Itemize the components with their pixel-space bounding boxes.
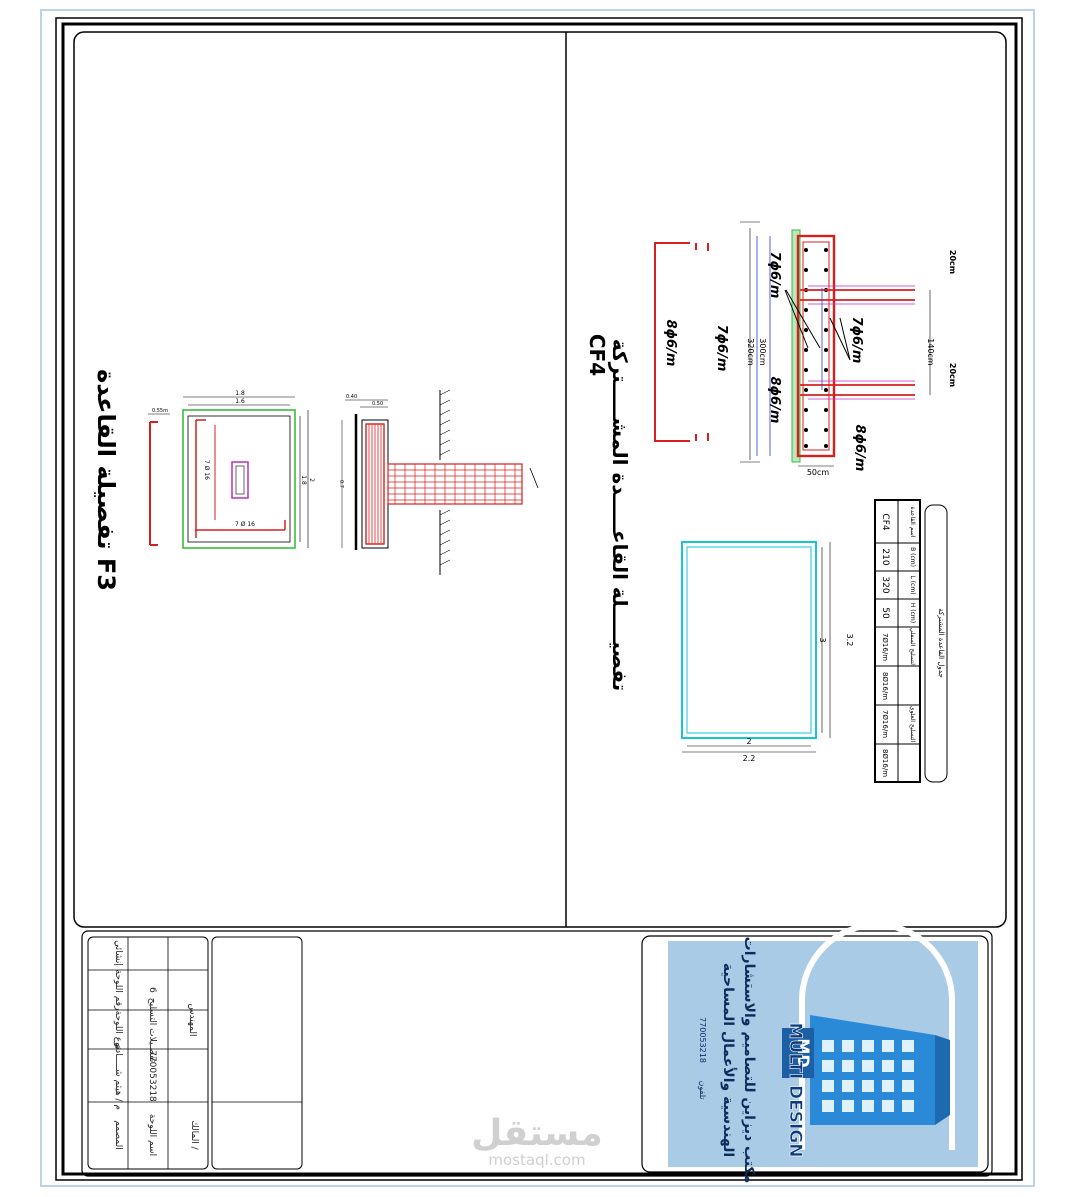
frame-inner [61,22,1018,1176]
column-stub [231,461,249,499]
cf4-plan-h1: 2 [746,737,751,746]
cf4-td-1: 210 [880,548,890,565]
f3-sec-dim-b: 0.50 [372,401,383,407]
f3-plan: 7 Ø 16 7 Ø 16 1.8 1.6 1.8 2 [182,390,315,549]
cf4-td-7: 8Ø16/m [881,749,889,777]
logo-arch [799,922,955,1150]
f3-title: تفصيلة القاعدة F3 [92,369,120,591]
cf4-rebar-2: 7ϕ6/m [849,317,864,364]
md-monogram: MD [794,1038,813,1067]
sheet-type-label: نوع اللوحة [113,1011,123,1050]
building-icon [810,1015,950,1125]
cf4-th-1: B (cm) [909,547,916,567]
cf4-rebar-3: 8ϕ6/m [767,377,782,424]
title-block-frame [81,930,993,1177]
logo-line1: مكتب ديزاين للتصاميم والاستشارات [741,937,757,1184]
cf4-plan-h2: 2.2 [743,754,756,763]
cf4-table: جدول القاعدة المشتركة اسم القاعدة B (cm)… [874,499,948,783]
cf4-ubar-details: 8ϕ6/m 7ϕ6/m [654,242,729,442]
logo-frame [641,935,989,1173]
cf4-td-4: 7Ø16/m [881,633,889,661]
cf4-code: CF4 [585,334,609,376]
cf4-dim-300: 300cm [758,338,767,366]
designer-label: المصمم [113,1120,123,1149]
cf4-dim-50: 50cm [807,468,830,477]
ubar-label-1: 8ϕ6/m [663,320,678,367]
names-box [211,936,303,1170]
cf4-dim-20a: 20cm [948,250,957,274]
f3-section: 0.40 0.50 0.7 [338,389,539,575]
outer-blue-border [40,9,1035,1187]
sheet-type-value: تفصـيلات التسليح [147,998,157,1063]
logo-line2: الهندسية والأعمال المساحية [720,963,737,1157]
cf4-th-2: L (cm) [909,575,916,594]
sheet-name-label: اسم اللوحة [147,1114,157,1156]
frame-outer [55,17,1023,1181]
f3-side-dim: 0.7 [338,480,344,488]
logo-phone-label: تلفون [698,1081,707,1100]
cf4-rebar-1: 7ϕ6/m [767,252,782,299]
info-box [87,936,209,1170]
owner-label: المالك / [189,1120,199,1150]
f3-bar-len: 0.55m [152,408,168,414]
f3-dim-1: 1.8 [235,390,245,397]
sheet-no-value: 6 [147,987,157,993]
sheet-no-label: رقم اللوحة [113,970,123,1011]
cf4-dim-320: 320cm [746,338,755,366]
cf4-plan-w1: 3 [818,637,827,642]
f3-dim-4: 2 [308,478,315,482]
f3-bar-detail: 0.55m [148,408,170,546]
watermark-arabic: مستقل [471,1113,603,1154]
cf4-th-6: التسليح العلوي [909,706,916,743]
designer-name: م / هيثم شـــــادي [113,1042,123,1110]
cf4-th-0: اسم القاعدة [909,507,916,538]
cf4-plan: 3 3.2 2 2.2 [681,541,854,763]
md-monogram-badge [782,1028,814,1078]
cf4-th-4: التسليح السفلي [909,627,916,666]
f3-dim-2: 1.6 [235,398,245,405]
cf4-rebar-4: 8ϕ6/m [852,425,867,472]
cf4-td-5: 8Ø16/m [881,672,889,700]
f3-dim-3: 1.8 [300,475,307,485]
watermark-latin: mostaql.com [488,1151,585,1169]
cf4-th-3: H (cm) [909,603,916,623]
f3-sec-dim-a: 0.40 [346,394,357,400]
f3-rebar-b: 7 Ø 16 [235,521,255,528]
logo-brand: MULTI DESIGN [785,1022,805,1157]
cf4-dim-20b: 20cm [948,363,957,387]
logo-phone: 770053218 [698,1017,707,1063]
cf4-td-6: 7Ø16/m [881,710,889,738]
engineer-label: المهندس [187,1003,197,1036]
cf4-title: تفصيـــــلة القاعـــــدة المشـــــتركة [608,339,632,691]
cf4-td-0: CF4 [880,513,890,530]
cf4-table-title: جدول القاعدة المشتركة [937,608,945,678]
cf4-dim-140: 140cm [926,338,935,366]
f3-rebar-a: 7 Ø 16 [203,460,210,480]
cf4-td-2: 320 [880,576,890,593]
designer-phone: 770053218 [147,1050,157,1102]
cf4-section: 300cm 320cm 50cm 140cm 20cm 20cm 7ϕ6/m 7… [740,221,957,477]
cf4-plan-w2: 3.2 [845,634,854,647]
drawing-area-frame [73,31,1007,928]
sheet-name-value: إنشائي [113,940,123,966]
ubar-label-2: 7ϕ6/m [714,325,729,372]
cf4-td-3: 50 [880,607,890,619]
